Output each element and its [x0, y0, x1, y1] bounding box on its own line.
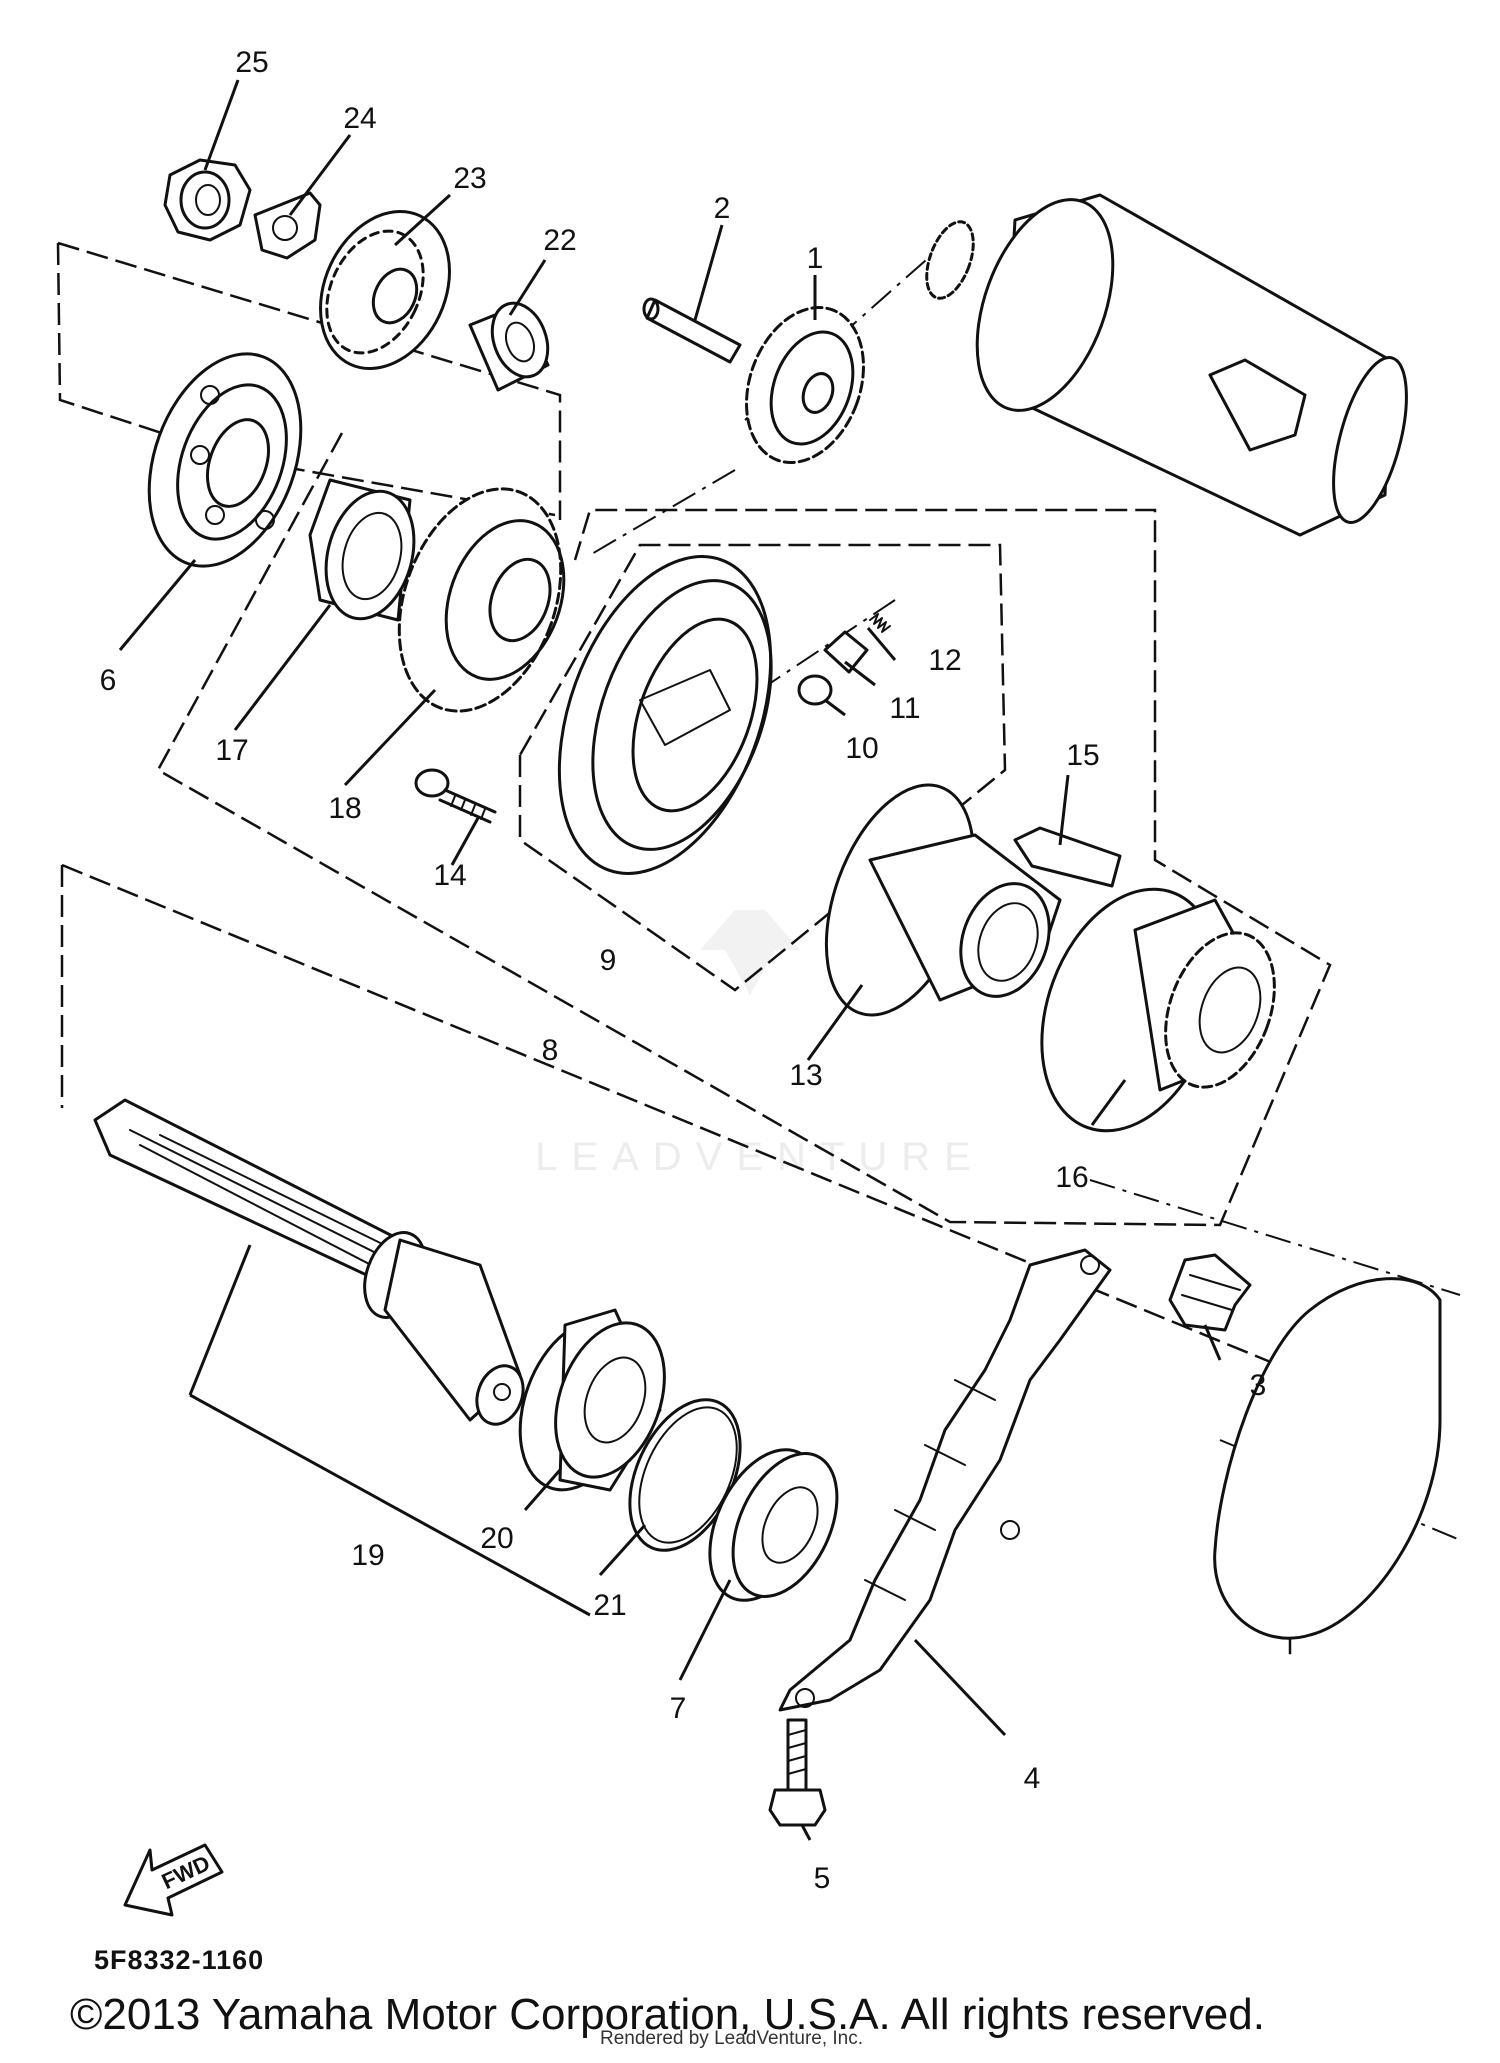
callout-2: 2 — [714, 192, 731, 225]
callout-3: 3 — [1250, 1369, 1267, 1402]
rendered-by-credit: Rendered by LeadVenture, Inc. — [600, 2028, 864, 2049]
callouts: 25 24 23 22 2 1 6 17 18 12 11 10 14 9 15… — [100, 46, 1267, 1895]
part-22-collar — [468, 301, 550, 392]
part-19-shaft — [93, 1098, 525, 1426]
part-6-bearing — [147, 352, 303, 568]
part-11-plunger — [823, 630, 869, 674]
leader-lines — [118, 79, 1222, 1841]
part-15-key — [1013, 826, 1122, 888]
callout-16: 16 — [1055, 1161, 1088, 1194]
callout-24: 24 — [343, 102, 376, 135]
part-9-one-way-clutch — [557, 555, 773, 875]
part-16-gear — [1040, 887, 1276, 1133]
diagram-code: 5F8332-1160 — [94, 1945, 265, 1975]
callout-23: 23 — [453, 162, 486, 195]
fwd-arrow-icon: FWD — [123, 1843, 224, 1917]
part-25-nut — [163, 158, 252, 242]
callout-4: 4 — [1024, 1762, 1041, 1795]
callout-25: 25 — [235, 46, 268, 79]
callout-8: 8 — [542, 1034, 559, 1067]
part-17-sleeve — [308, 478, 416, 622]
callout-22: 22 — [543, 224, 576, 257]
part-23-gear — [319, 209, 451, 371]
callout-1: 1 — [807, 242, 824, 275]
watermark-text: LEADVENTURE — [535, 1135, 985, 1179]
part-4-bracket — [778, 1248, 1112, 1712]
callout-11: 11 — [889, 692, 920, 725]
callout-5: 5 — [814, 1862, 831, 1895]
group-outline-8 — [156, 432, 1332, 1227]
callout-10: 10 — [845, 732, 878, 765]
part-1-idler-gear — [745, 306, 865, 464]
part-7-oil-seal — [708, 1448, 839, 1602]
part-10-roller — [797, 674, 833, 706]
callout-18: 18 — [328, 792, 361, 825]
part-13-clutch-boss — [824, 783, 1062, 1017]
part-2-shaft — [642, 297, 742, 364]
centerline-shaft — [1089, 1179, 1461, 1296]
callout-20: 20 — [480, 1522, 513, 1555]
engine-cover — [1213, 1277, 1442, 1640]
callout-21: 21 — [593, 1589, 626, 1622]
part-12-spring — [869, 613, 891, 633]
callout-9: 9 — [600, 944, 617, 977]
part-18-gear — [397, 487, 566, 713]
callout-13: 13 — [789, 1059, 822, 1092]
callout-17: 17 — [215, 734, 248, 767]
starter-motor — [925, 193, 1408, 537]
callout-14: 14 — [433, 859, 466, 892]
group-outline-9 — [518, 543, 1007, 992]
centerline-gear-1 — [589, 469, 736, 556]
callout-12: 12 — [928, 644, 961, 677]
part-5-bolt — [768, 1718, 827, 1827]
watermark-logo — [700, 910, 800, 995]
callout-6: 6 — [100, 664, 117, 697]
callout-19: 19 — [351, 1539, 384, 1572]
part-14-bolt — [414, 768, 497, 824]
copyright-notice: ©2013 Yamaha Motor Corporation, U.S.A. A… — [70, 1990, 1265, 2039]
part-3-clamp — [1168, 1253, 1252, 1332]
callout-15: 15 — [1066, 739, 1099, 772]
part-24-lock-washer — [253, 191, 322, 260]
group-outline-upper — [56, 241, 562, 520]
part-20-bearing — [518, 1308, 666, 1492]
callout-7: 7 — [670, 1692, 687, 1725]
